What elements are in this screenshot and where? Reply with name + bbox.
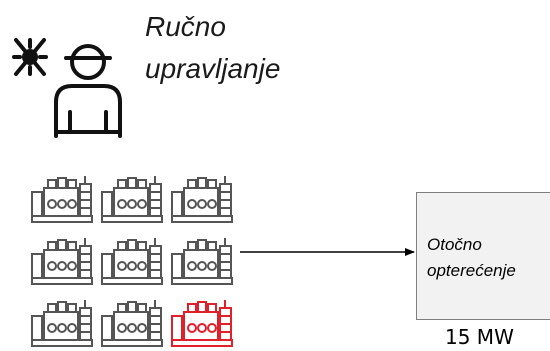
generator-set-icon: [101, 238, 163, 285]
generator-set-icon: [31, 176, 93, 223]
generator-set-icon: [31, 300, 93, 347]
operator-manual-control-icon: [12, 38, 122, 138]
island-load-label: Otočno opterećenje: [427, 235, 516, 280]
generator-set-fault-icon: [171, 300, 233, 347]
generator-grid: [31, 176, 233, 347]
generator-set-icon: [171, 238, 233, 285]
load-power-value: 15 MW: [445, 325, 514, 349]
generator-set-icon: [101, 300, 163, 347]
manual-control-label: Ručno upravljanje: [145, 11, 281, 84]
generator-set-icon: [101, 176, 163, 223]
disabled-automation-icon: [12, 38, 48, 76]
island-load-box: [416, 192, 550, 320]
generator-set-icon: [31, 238, 93, 285]
generator-set-icon: [171, 176, 233, 223]
